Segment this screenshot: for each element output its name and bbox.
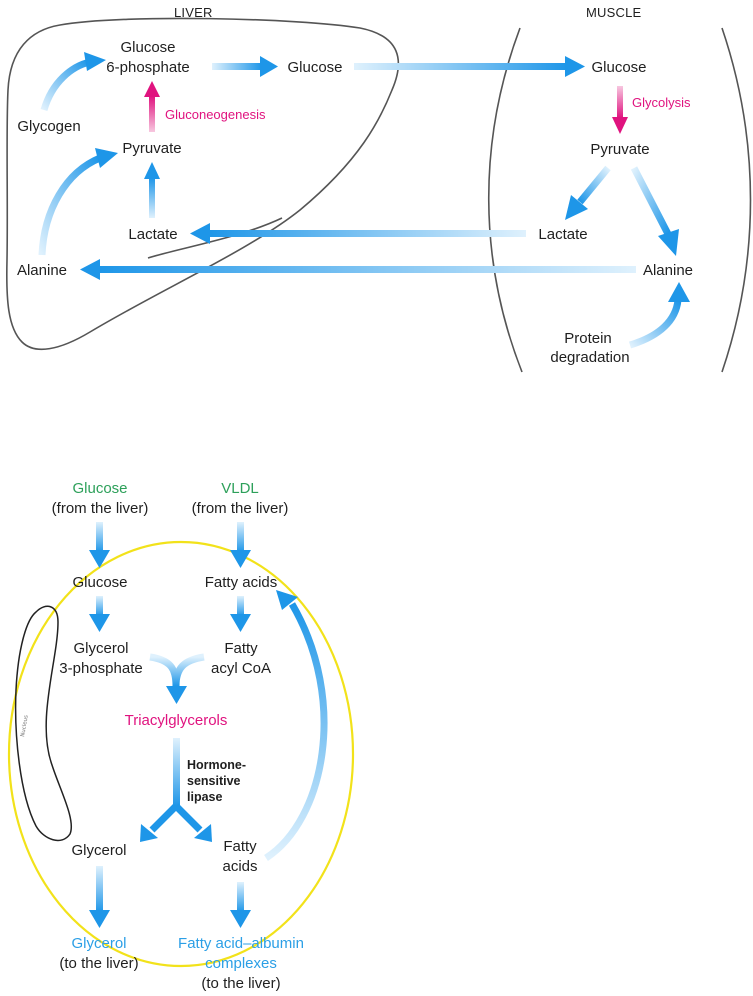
- arrow-glucose-to-glycerol3p: [89, 596, 110, 632]
- label-muscle-glucose: Glucose: [591, 59, 646, 76]
- adipocyte-membrane: [7, 540, 355, 968]
- liver-outline: [5, 17, 400, 350]
- label-glycerol: Glycerol: [71, 842, 126, 859]
- arrow-protein-to-alanine: [628, 282, 690, 349]
- label-glycerol-out: Glycerol: [71, 935, 126, 952]
- label-glucose6p-2: 6-phosphate: [106, 59, 189, 76]
- arrow-muscle-lactate-to-liver-lactate: [190, 223, 526, 244]
- label-muscle-pyruvate: Pyruvate: [590, 141, 649, 158]
- label-glucose6p-1: Glucose: [120, 39, 175, 56]
- label-hsl-1: Hormone-: [187, 758, 246, 772]
- label-fattyacylcoa-1: Fatty: [224, 640, 258, 657]
- liver-muscle-panel: LIVER MUSCLE Glucose 6-phosphate Glucose…: [5, 5, 752, 373]
- label-adipo-fatty-acids: Fatty acids: [205, 574, 278, 591]
- muscle-boundary-left: [487, 27, 523, 373]
- arrow-fatty-acids-recycle: [264, 590, 328, 861]
- label-adipo-glucose: Glucose: [72, 574, 127, 591]
- label-glucose-in: Glucose: [72, 480, 127, 497]
- label-glycogen: Glycogen: [17, 118, 80, 135]
- arrow-alanine-to-pyruvate: [38, 148, 118, 256]
- label-muscle-alanine: Alanine: [643, 262, 693, 279]
- label-triacylglycerols: Triacylglycerols: [125, 712, 228, 729]
- arrow-lipase-split: [140, 738, 212, 842]
- arrow-liver-glucose-to-muscle-glucose: [354, 56, 585, 77]
- arrow-muscle-pyruvate-to-lactate: [565, 165, 611, 220]
- arrow-glycerol-out: [89, 866, 110, 928]
- label-liver-glucose: Glucose: [287, 59, 342, 76]
- muscle-title: MUSCLE: [586, 5, 642, 20]
- muscle-boundary-right: [721, 27, 752, 373]
- arrow-merge-to-triacylglycerols: [149, 653, 205, 704]
- label-muscle-lactate: Lactate: [538, 226, 587, 243]
- liver-lobe-line: [147, 217, 283, 259]
- adipocyte-panel: Nucleus Glucose (from the liver) VLDL (f…: [7, 480, 355, 992]
- nucleus: [14, 605, 72, 842]
- label-hsl-3: lipase: [187, 790, 222, 804]
- label-liver-pyruvate: Pyruvate: [122, 140, 181, 157]
- arrow-fattyacids-to-fattyacylcoa: [230, 596, 251, 632]
- arrow-muscle-pyruvate-to-alanine: [630, 166, 679, 256]
- arrow-vldl-in: [230, 522, 251, 568]
- label-protein-1: Protein: [564, 330, 612, 347]
- arrow-lactate-to-pyruvate: [144, 162, 160, 218]
- label-fa-out-1: Fatty acid–albumin: [178, 935, 304, 952]
- label-fatty-acids2-1: Fatty: [223, 838, 257, 855]
- label-gluconeogenesis: Gluconeogenesis: [165, 107, 266, 122]
- label-glycerol3p-2: 3-phosphate: [59, 660, 142, 677]
- liver-title: LIVER: [174, 5, 213, 20]
- label-glucose-in-src: (from the liver): [52, 500, 149, 517]
- arrow-gluconeogenesis: [144, 81, 160, 132]
- label-hsl-2: sensitive: [187, 774, 241, 788]
- label-glycerol3p-1: Glycerol: [73, 640, 128, 657]
- label-fa-out-2: complexes: [205, 955, 277, 972]
- label-fa-out-3: (to the liver): [201, 975, 280, 992]
- label-glycerol-out-dest: (to the liver): [59, 955, 138, 972]
- label-liver-lactate: Lactate: [128, 226, 177, 243]
- label-vldl-in: VLDL: [221, 480, 259, 497]
- arrow-g6p-to-glucose: [212, 56, 278, 77]
- label-fattyacylcoa-2: acyl CoA: [211, 660, 271, 677]
- label-protein-2: degradation: [550, 349, 629, 366]
- label-glycolysis: Glycolysis: [632, 95, 691, 110]
- label-fatty-acids2-2: acids: [222, 858, 257, 875]
- arrow-glucose-in: [89, 522, 110, 568]
- arrow-glycolysis: [612, 86, 628, 134]
- arrow-fatty-acids-out: [230, 882, 251, 928]
- label-vldl-in-src: (from the liver): [192, 500, 289, 517]
- label-liver-alanine: Alanine: [17, 262, 67, 279]
- arrow-muscle-alanine-to-liver-alanine: [80, 259, 636, 280]
- nucleus-label: Nucleus: [20, 715, 30, 738]
- arrow-glycogen-to-g6p: [40, 52, 106, 112]
